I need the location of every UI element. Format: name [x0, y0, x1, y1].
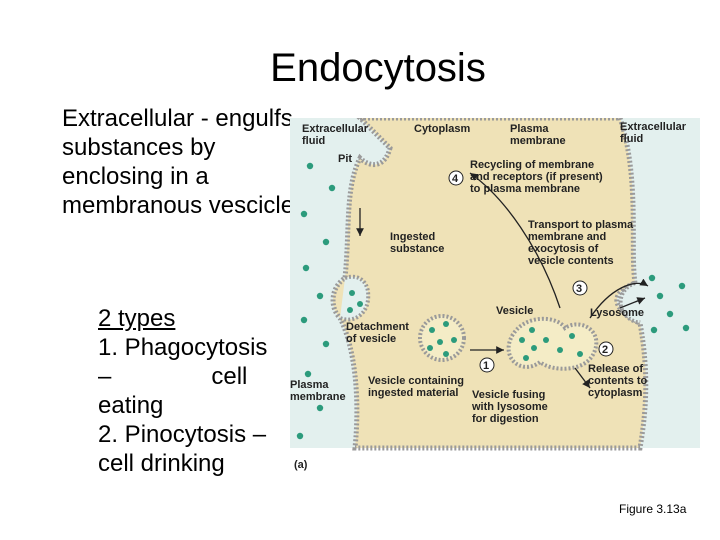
- intro-text: Extracellular - engulfs substances by en…: [62, 104, 302, 220]
- types-heading: 2 types: [98, 304, 298, 333]
- step-1: 1: [483, 360, 489, 372]
- label-lysosome: Lysosome: [590, 307, 644, 319]
- fusing-vesicle: [509, 319, 597, 369]
- step-3: 3: [576, 283, 582, 295]
- vesicle: [420, 316, 464, 360]
- label-panel-a: (a): [294, 459, 308, 471]
- types-list: 2 types 1. Phagocytosis – cell eating 2.…: [98, 304, 298, 478]
- type1-line3: eating: [98, 391, 298, 420]
- step-4: 4: [452, 173, 459, 185]
- type1-line1: 1. Phagocytosis: [98, 333, 298, 362]
- step-2: 2: [602, 344, 608, 356]
- label-pit: Pit: [338, 153, 352, 165]
- label-vesicle: Vesicle: [496, 305, 533, 317]
- slide-title: Endocytosis: [18, 44, 720, 92]
- type1-line2: – cell: [98, 362, 298, 391]
- type2-line1: 2. Pinocytosis –: [98, 420, 298, 449]
- type2-line2: cell drinking: [98, 449, 298, 478]
- figure-caption: Figure 3.13a: [619, 502, 686, 516]
- label-cytoplasm: Cytoplasm: [414, 123, 470, 135]
